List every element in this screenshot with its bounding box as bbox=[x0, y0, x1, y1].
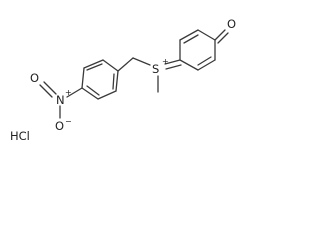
bond-c6-c1 bbox=[179, 59, 199, 71]
bond-c2-c3 bbox=[179, 29, 199, 41]
nitro-oxygen-charge: − bbox=[65, 117, 72, 126]
sulfur-label: S bbox=[152, 62, 159, 76]
aromatic-inner-3 bbox=[112, 73, 115, 90]
nitro-nitrogen-label: N bbox=[56, 93, 65, 107]
bond-b5-b6 bbox=[97, 90, 117, 100]
bond-b6-b1 bbox=[115, 70, 119, 92]
nitro-nitrogen-charge: + bbox=[65, 88, 72, 97]
sulfur-charge: + bbox=[162, 57, 169, 66]
bond-ar-n bbox=[66, 87, 83, 98]
bond-b1-b2 bbox=[102, 59, 119, 72]
bond-s-ch2 bbox=[132, 57, 151, 66]
nitro-oxygen-top-label: O bbox=[30, 71, 39, 85]
bond-c5-c6 bbox=[197, 59, 216, 71]
oxygen-keto-label: O bbox=[227, 17, 236, 31]
bond-b4-b5 bbox=[81, 87, 99, 100]
bond-b3-b4 bbox=[81, 67, 85, 89]
salt-label: HCl bbox=[10, 129, 30, 143]
double-bond-c5-c6-inner bbox=[197, 56, 212, 66]
bond-ch2-ar bbox=[117, 57, 134, 72]
bond-b2-b3 bbox=[83, 59, 104, 69]
benzene-ring bbox=[81, 59, 119, 100]
bond-c3-c4 bbox=[197, 29, 216, 41]
bond-n-o-top bbox=[43, 81, 57, 95]
aromatic-inner-1 bbox=[86, 63, 103, 71]
aromatic-inner-2 bbox=[86, 85, 100, 96]
nitro-oxygen-bottom-label: O bbox=[55, 119, 64, 133]
double-bond-c4-o bbox=[217, 32, 229, 44]
bond-s-c1 bbox=[164, 59, 181, 65]
double-bond-c2-c3-inner bbox=[183, 34, 199, 44]
structure-diagram: O S + N + O O − HCl bbox=[10, 17, 236, 143]
bond-c4-o bbox=[214, 29, 226, 41]
double-bond-s-c1 bbox=[165, 64, 182, 70]
quinoid-ring bbox=[179, 29, 216, 71]
double-bond-n-o-top bbox=[39, 84, 53, 98]
